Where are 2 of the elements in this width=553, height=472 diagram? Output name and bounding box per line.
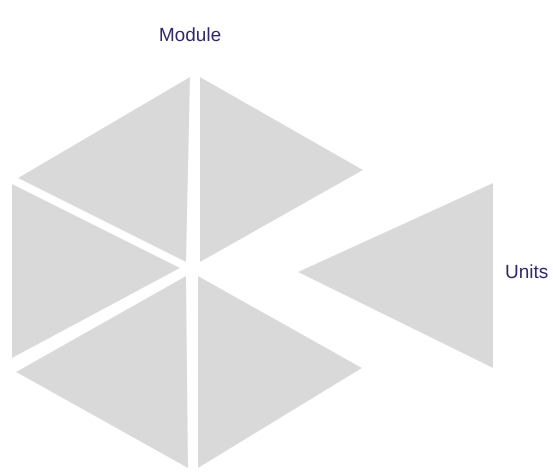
module-label: Module xyxy=(158,25,222,47)
units-label: Units xyxy=(505,262,548,284)
